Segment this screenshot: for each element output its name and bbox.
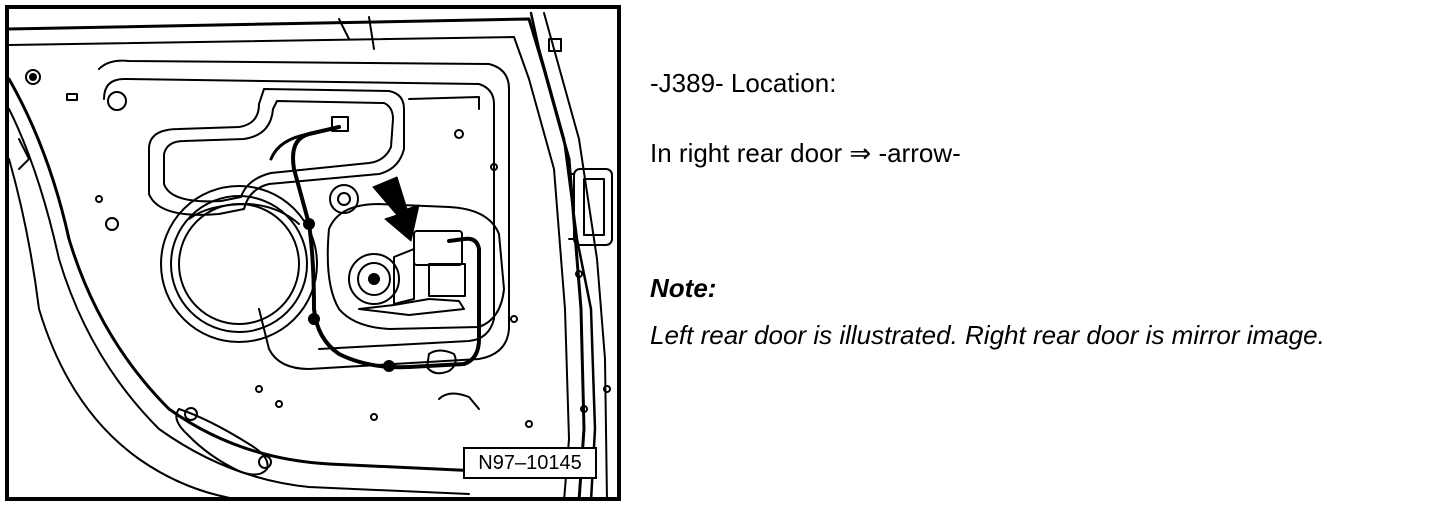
figure-id-label: N97–10145 xyxy=(463,447,597,479)
door-illustration xyxy=(9,11,613,497)
note-text: Left rear door is illustrated. Right rea… xyxy=(650,320,1325,350)
location-description: In right rear door ⇒ -arrow- xyxy=(650,138,961,168)
door-illustration-frame: N97–10145 xyxy=(5,5,621,501)
note-heading: Note: xyxy=(650,273,717,303)
location-title: -J389- Location: xyxy=(650,68,837,98)
location-arrow xyxy=(372,176,420,242)
